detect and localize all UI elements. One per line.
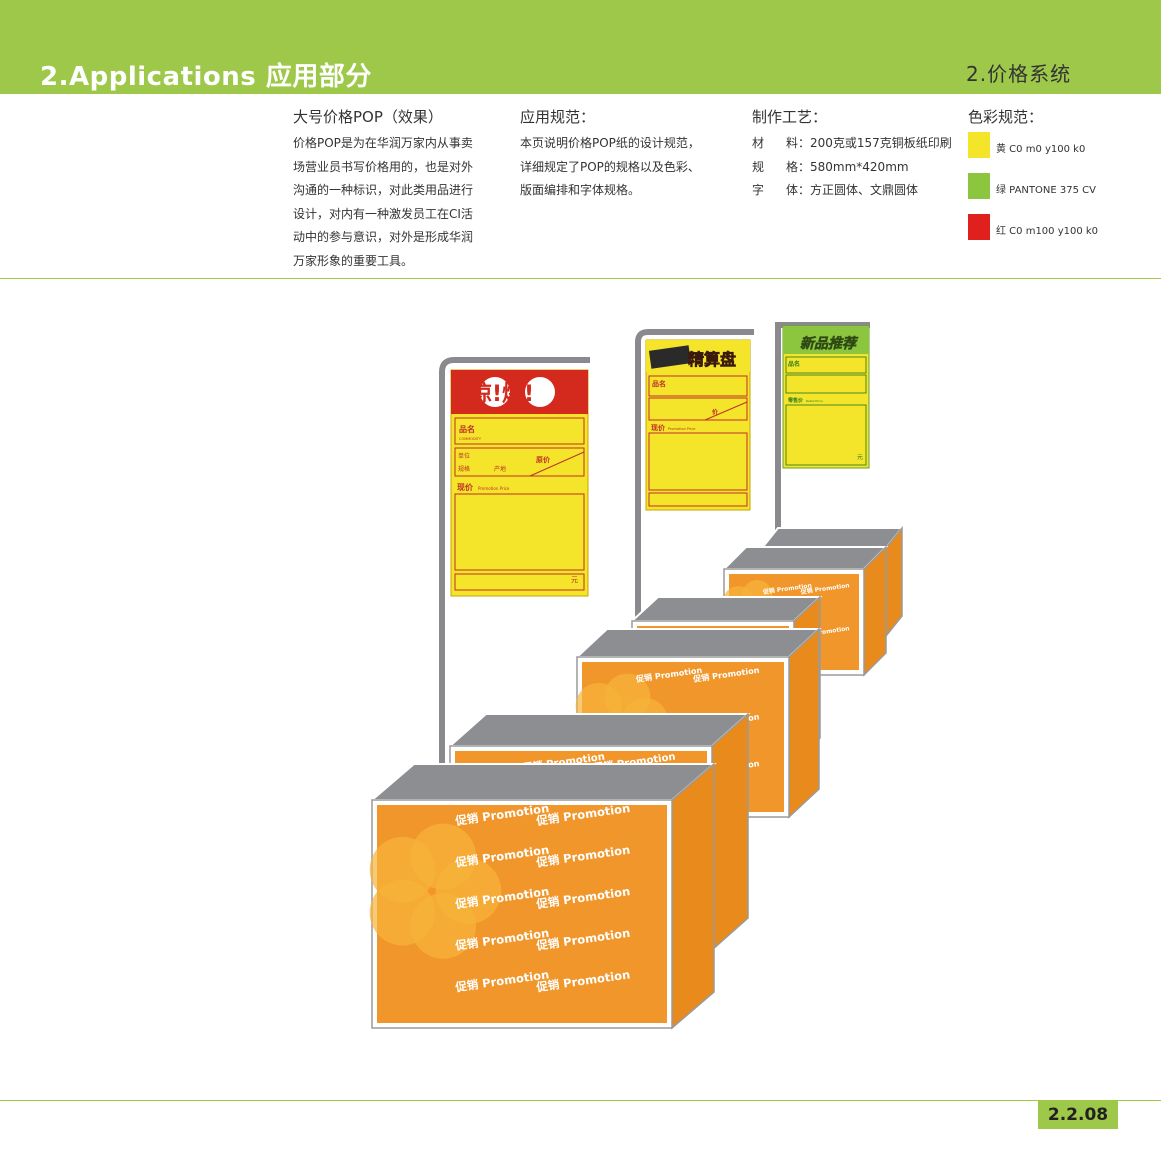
price-sign-2: 精算盘 品名 价 现价 Promotion Price bbox=[645, 339, 751, 511]
sign2-price-label: 价 bbox=[712, 409, 719, 416]
sign1-price-label: 原价 bbox=[536, 456, 551, 464]
intro-heading: 大号价格POP（效果） bbox=[293, 108, 443, 126]
price-sign-3: 新品推荐 品名 零售价 Retail Price 元 bbox=[782, 325, 870, 469]
box-side bbox=[671, 762, 715, 1030]
box-side bbox=[885, 525, 903, 639]
price-sign-1: 惊!爆! 品名 COMMODITY 单位 规格 产地 原价 现价 Promoti… bbox=[450, 369, 589, 597]
color-swatch-row: 黄 C0 m0 y100 k0 bbox=[968, 132, 1158, 158]
spec-line: 详细规定了POP的规格以及色彩、 bbox=[520, 159, 700, 174]
box-top bbox=[721, 546, 889, 570]
craft-label: 材 bbox=[752, 136, 765, 150]
sign2-now-label: 现价 bbox=[651, 423, 666, 432]
sign1-spec-label: 规格 bbox=[458, 465, 470, 473]
swatch-label: 黄 C0 m0 y100 k0 bbox=[996, 144, 1086, 156]
sign1-now-sub: Promotion Price bbox=[478, 486, 510, 491]
sign2-name-label: 品名 bbox=[652, 379, 666, 388]
colors-column: 色彩规范： 黄 C0 m0 y100 k0 绿 PANTONE 375 CV 红… bbox=[968, 106, 1158, 255]
box-top bbox=[369, 763, 717, 801]
craft-value: 格：580mm*420mm bbox=[786, 159, 909, 174]
craft-value: 料：200克或157克铜板纸印刷 bbox=[786, 136, 952, 150]
intro-line: 设计，对内有一种激发员工在CI活 bbox=[293, 206, 473, 221]
intro-line: 动中的参与意识，对外是形成华润 bbox=[293, 230, 474, 244]
sign3-name-label: 品名 bbox=[788, 360, 800, 368]
yellow-swatch bbox=[968, 132, 990, 158]
sign3-retail-sub: Retail Price bbox=[806, 399, 823, 403]
burst-circle bbox=[480, 377, 510, 407]
sign2-banner: 精算盘 bbox=[688, 350, 736, 369]
swatch-label: 绿 PANTONE 375 CV bbox=[996, 185, 1096, 197]
swatch-label: 红 C0 m100 y100 k0 bbox=[996, 226, 1099, 238]
spec-heading: 应用规范： bbox=[520, 108, 596, 126]
color-swatch-row: 绿 PANTONE 375 CV bbox=[968, 173, 1158, 199]
craft-column: 制作工艺： 材 料：200克或157克铜板纸印刷 规 格：580mm*420mm… bbox=[752, 106, 962, 203]
sign3-retail-label: 零售价 bbox=[788, 397, 804, 404]
divider-bottom bbox=[0, 1100, 1161, 1101]
box-top bbox=[447, 713, 751, 747]
intro-line: 场营业员书写价格用的，也是对外 bbox=[293, 159, 474, 174]
sign2-now-sub: Promotion Price bbox=[668, 427, 695, 431]
intro-line: 沟通的一种标识，对此类用品进行 bbox=[293, 183, 474, 197]
box-top bbox=[759, 527, 905, 549]
spec-column: 应用规范： 本页说明价格POP纸的设计规范， 详细规定了POP的规格以及色彩、 … bbox=[520, 106, 720, 203]
sign1-origin-label: 产地 bbox=[494, 465, 506, 473]
sign1-yuan: 元 bbox=[571, 576, 578, 584]
green-swatch bbox=[968, 173, 990, 199]
craft-label: 规 bbox=[752, 159, 765, 174]
sign1-now-label: 现价 bbox=[457, 483, 474, 492]
flower-petal bbox=[604, 673, 651, 720]
burst-circle bbox=[525, 377, 555, 407]
sign1-name-label: 品名 bbox=[459, 424, 475, 434]
craft-value: 体：方正圆体、文鼎圆体 bbox=[786, 183, 919, 197]
flower-petal bbox=[410, 823, 477, 890]
section-title: 2.价格系统 bbox=[966, 62, 1072, 86]
sign-poles bbox=[439, 322, 870, 770]
colors-heading: 色彩规范： bbox=[968, 108, 1044, 126]
craft-row: 字 体：方正圆体、文鼎圆体 bbox=[752, 179, 962, 203]
box-side bbox=[788, 627, 820, 819]
box-top bbox=[574, 628, 822, 658]
box-side bbox=[863, 545, 887, 677]
intro-line: 价格POP是为在华润万家内从事卖 bbox=[293, 136, 473, 150]
box-top bbox=[629, 596, 823, 622]
page-number-badge: 2.2.08 bbox=[1038, 1101, 1118, 1129]
sign3-banner: 新品推荐 bbox=[800, 335, 859, 352]
header-bar: 2.Applications 应用部分 2.价格系统 bbox=[0, 0, 1161, 94]
sign1-name-sub: COMMODITY bbox=[459, 437, 482, 441]
spec-line: 本页说明价格POP纸的设计规范， bbox=[520, 136, 700, 150]
sign3-yuan: 元 bbox=[857, 454, 863, 461]
color-swatch-row: 红 C0 m100 y100 k0 bbox=[968, 214, 1158, 240]
craft-heading: 制作工艺： bbox=[752, 108, 828, 126]
page-title: 2.Applications 应用部分 bbox=[40, 62, 372, 92]
box-side bbox=[711, 712, 749, 952]
craft-label: 字 bbox=[752, 183, 765, 197]
divider-top bbox=[0, 278, 1161, 279]
sign1-banner: 惊!爆! bbox=[470, 381, 534, 407]
sign1-unit-label: 单位 bbox=[458, 452, 470, 460]
craft-row: 规 格：580mm*420mm bbox=[752, 156, 962, 180]
red-swatch bbox=[968, 214, 990, 240]
intro-line: 万家形象的重要工具。 bbox=[293, 253, 414, 268]
intro-column: 大号价格POP（效果） 价格POP是为在华润万家内从事卖 场营业员书写价格用的，… bbox=[293, 106, 485, 273]
spec-line: 版面编排和字体规格。 bbox=[520, 183, 641, 197]
craft-row: 材 料：200克或157克铜板纸印刷 bbox=[752, 132, 962, 156]
